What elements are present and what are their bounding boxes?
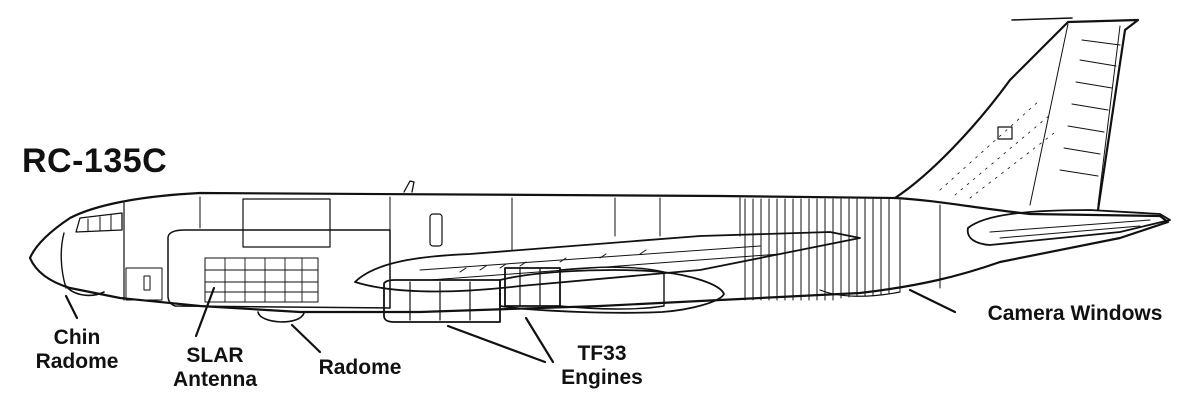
chin-radome-label-line1: Chin [53, 326, 101, 349]
slar-antenna-leader [194, 286, 216, 338]
chin-radome-label-line2: Radome [35, 349, 119, 373]
slar-antenna-label-line1: SLAR [186, 344, 244, 367]
wing [354, 231, 861, 293]
chin-radome-label: Chin Radome [20, 326, 134, 373]
vertical-tail [893, 17, 1140, 212]
camera-windows-label: Camera Windows [987, 302, 1163, 325]
tf33-engines-label-line2: Engines [561, 365, 643, 389]
leader-lines [64, 286, 957, 364]
engines [383, 266, 725, 323]
aircraft-title: RC-135C [22, 142, 168, 180]
fuselage [28, 180, 1171, 323]
camera-windows-leader [908, 288, 957, 314]
engine-leader-right [524, 316, 555, 364]
slar-antenna-label-line2: Antenna [173, 367, 257, 391]
tf33-engines-label: TF33 Engines [540, 342, 664, 389]
radome-leader [290, 323, 322, 354]
slar-antenna-label: SLAR Antenna [155, 344, 275, 391]
chin-radome-leader [64, 294, 79, 320]
radome-label: Radome [318, 356, 402, 379]
tf33-engines-label-line1: TF33 [577, 342, 627, 365]
engine-leader-left [446, 324, 547, 364]
